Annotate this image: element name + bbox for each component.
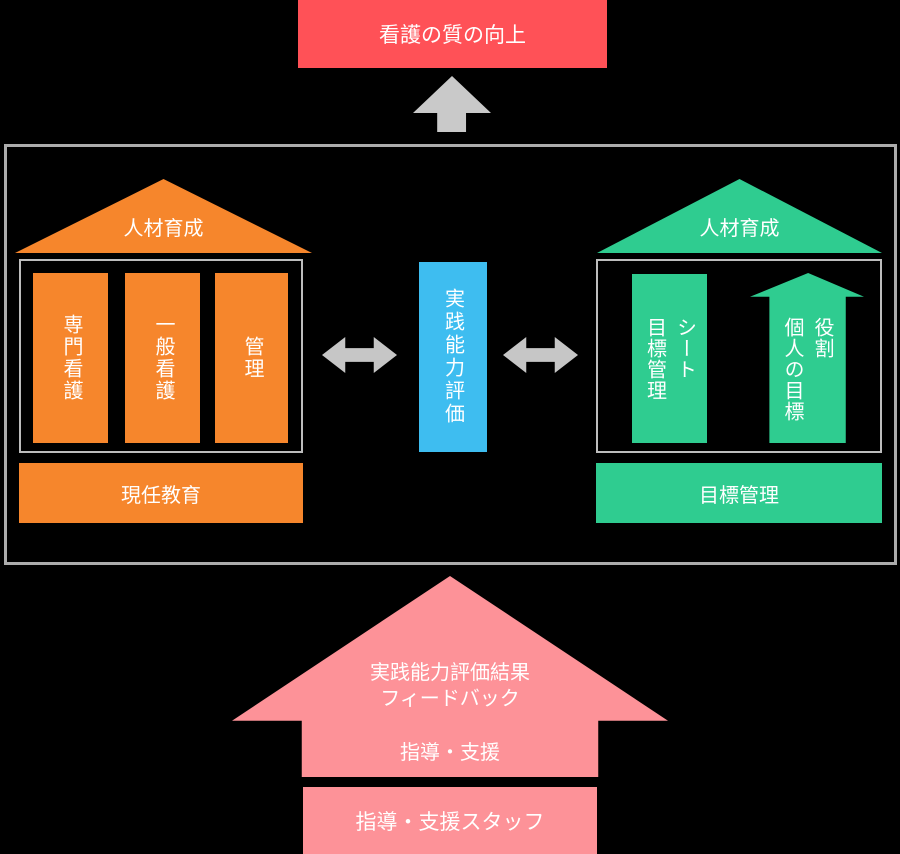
goal-management-bar: 目標管理 <box>596 463 882 523</box>
inservice-education-bar: 現任教育 <box>19 463 303 523</box>
support-staff-label: 指導・支援スタッフ <box>355 810 545 834</box>
pillar-specialized-nursing: 専門看護 <box>33 273 108 443</box>
goal-management-sheet-pillar: シート 目標管理 <box>632 274 707 443</box>
pillar-management: 管理 <box>215 273 288 443</box>
right-roof-label-wrap: 人材育成 <box>597 179 882 253</box>
practical-ability-evaluation-box: 実践能力評価 <box>419 262 487 452</box>
support-staff-bar: 指導・支援スタッフ <box>303 787 597 854</box>
left-roof-label-wrap: 人材育成 <box>15 179 312 253</box>
right-roof-label: 人材育成 <box>699 218 780 240</box>
inservice-education-label: 現任教育 <box>121 484 201 507</box>
quality-improvement-banner: 看護の質の向上 <box>298 0 607 68</box>
pillar-general-nursing: 一般看護 <box>125 273 200 443</box>
left-wall-box <box>19 259 303 453</box>
goal-management-label: 目標管理 <box>699 484 779 507</box>
left-roof-label: 人材育成 <box>123 218 204 240</box>
main-frame <box>4 144 897 565</box>
feedback-result-label: 実践能力評価結果 フィードバック <box>370 662 530 710</box>
feedback-arrow-icon: 実践能力評価結果 フィードバック 指導・支援 <box>232 576 668 777</box>
right-wall-box <box>596 259 882 453</box>
up-arrow-icon <box>413 76 491 132</box>
quality-improvement-label: 看護の質の向上 <box>379 24 526 47</box>
guidance-support-label: 指導・支援 <box>400 742 500 764</box>
